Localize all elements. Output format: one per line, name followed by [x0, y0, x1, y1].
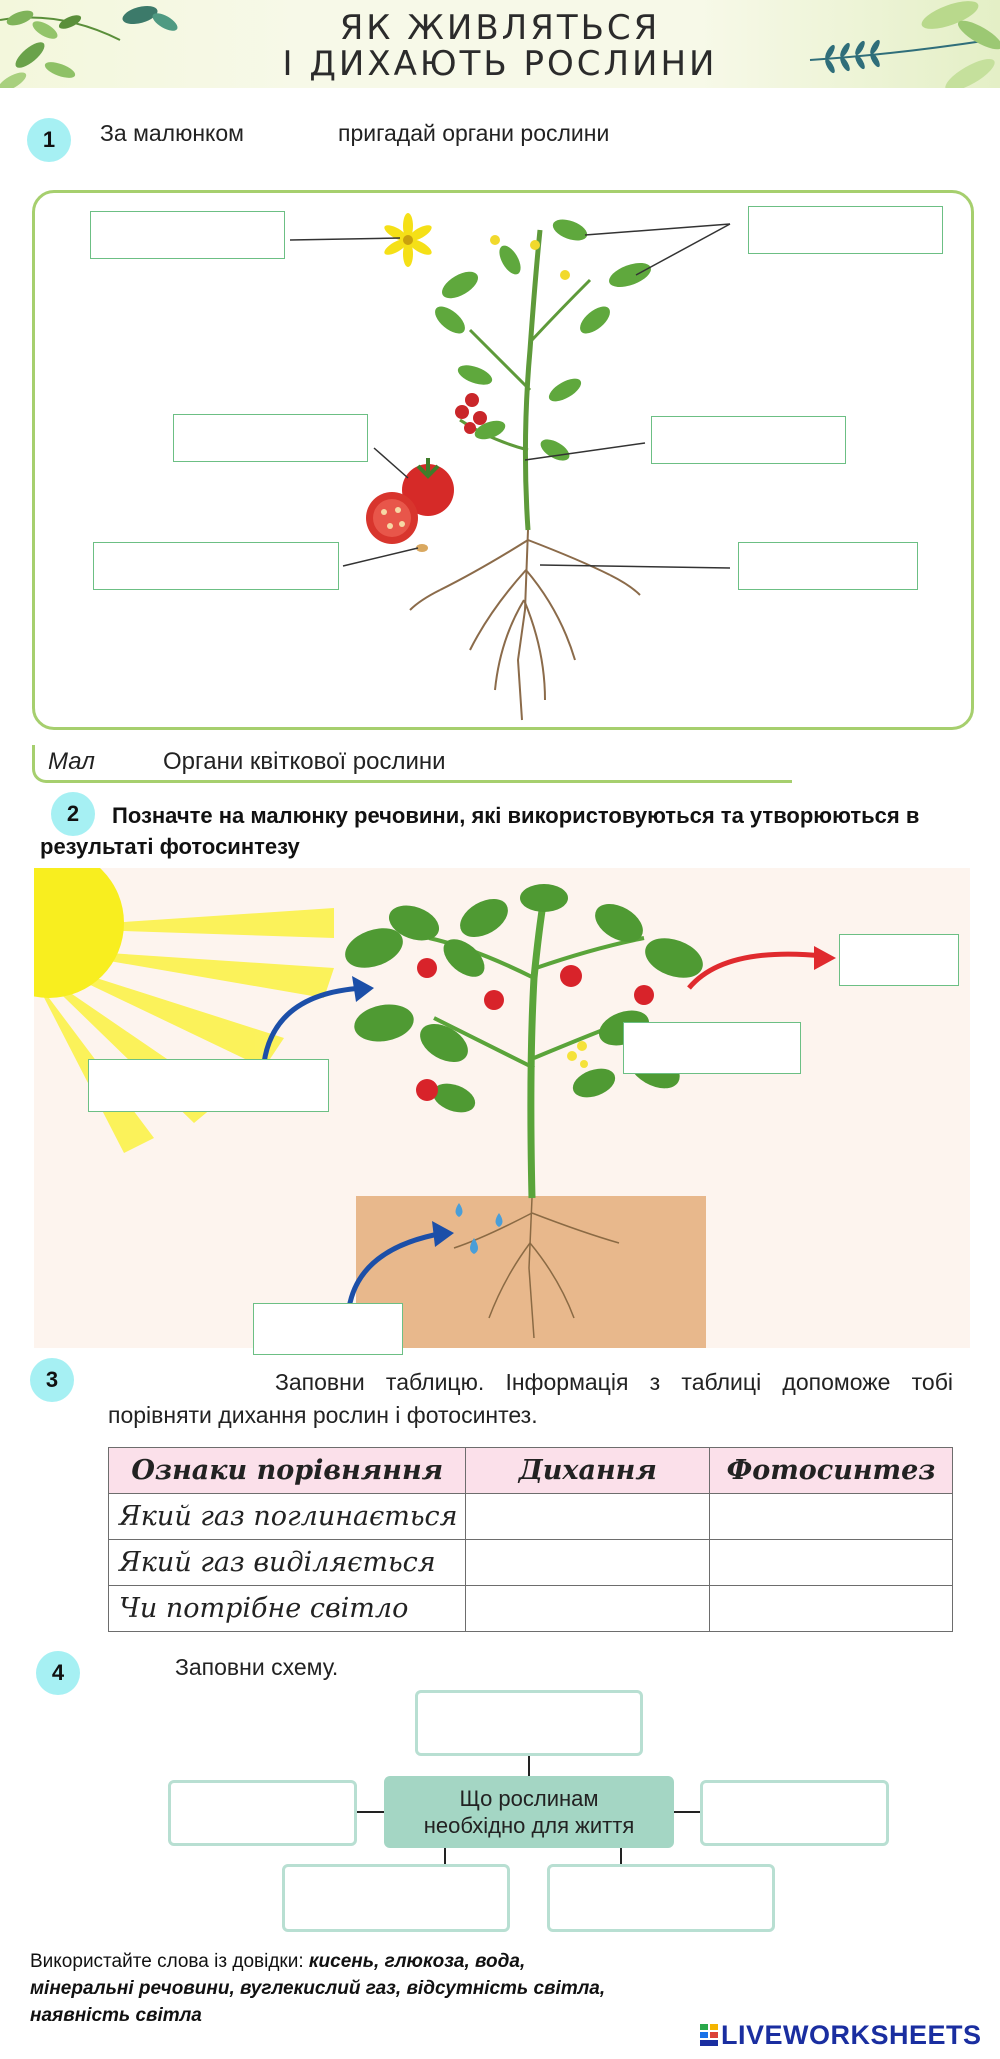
scheme-box-bottom-left[interactable]	[282, 1864, 510, 1932]
scheme-connector-top	[528, 1756, 530, 1776]
answer-box-fruit[interactable]	[173, 414, 368, 462]
scheme-box-top[interactable]	[415, 1690, 643, 1756]
word-hint: Використайте слова із довідки: кисень, г…	[30, 1948, 630, 2029]
word-hint-words: кисень, глюкоза, вода, мінеральні речови…	[30, 1951, 606, 2026]
answer-box-absorbed-gas[interactable]	[88, 1059, 329, 1112]
answer-box-flower[interactable]	[90, 211, 285, 259]
answer-box-formed-substance[interactable]	[623, 1022, 801, 1074]
cell-respiration-light[interactable]	[465, 1585, 711, 1632]
liveworksheets-logo-icon	[700, 2024, 718, 2046]
row-label-absorbed-gas: Який газ поглинається	[107, 1493, 467, 1540]
scheme-center-line1: Що рослинам	[459, 1786, 599, 1811]
scheme-connector-left	[357, 1811, 384, 1813]
plant-organs-illustration	[289, 213, 731, 721]
liveworksheets-brand: LIVEWORKSHEETS	[700, 2020, 982, 2051]
scheme-connector-right	[674, 1811, 700, 1813]
header-banner: ЯК ЖИВЛЯТЬСЯ І ДИХАЮТЬ РОСЛИНИ	[0, 0, 1000, 88]
fern-left-decoration	[0, 5, 178, 88]
page-title-line2: І ДИХАЮТЬ РОСЛИНИ	[282, 44, 718, 84]
row-label-released-gas: Який газ виділяється	[107, 1539, 467, 1586]
figure-caption-label: Мал	[48, 748, 95, 775]
answer-box-released-substance[interactable]	[839, 934, 959, 986]
cell-photosynthesis-released[interactable]	[709, 1539, 953, 1586]
cell-respiration-absorbed[interactable]	[465, 1493, 711, 1540]
figure-caption-bar	[32, 745, 792, 783]
scheme-center-line2: необхідно для життя	[423, 1813, 635, 1838]
comparison-table: Ознаки порівняння Дихання Фотосинтез Яки…	[107, 1447, 953, 1632]
table-header-criteria: Ознаки порівняння	[107, 1447, 467, 1494]
row-label-light-needed: Чи потрібне світло	[107, 1585, 467, 1632]
scheme-box-bottom-right[interactable]	[547, 1864, 775, 1932]
plant-organs-frame	[32, 190, 974, 730]
task-1-text-part2: пригадай органи рослини	[338, 120, 610, 146]
scheme-box-left[interactable]	[168, 1780, 357, 1846]
table-row: Який газ поглинається	[107, 1493, 953, 1540]
scheme-connector-bottom-right	[620, 1848, 622, 1864]
table-row: Чи потрібне світло	[107, 1585, 953, 1632]
answer-box-root[interactable]	[738, 542, 918, 590]
task-3-text: Заповни таблицю. Інформація з таблиці до…	[108, 1369, 953, 1428]
task-2-text: Позначте на малюнку речовини, які викори…	[40, 803, 920, 859]
cell-photosynthesis-absorbed[interactable]	[709, 1493, 953, 1540]
task-2-badge: 2	[51, 792, 95, 836]
page-title-line1: ЯК ЖИВЛЯТЬСЯ	[339, 8, 661, 48]
table-header-photosynthesis: Фотосинтез	[709, 1447, 953, 1494]
brand-text: LIVEWORKSHEETS	[721, 2020, 982, 2050]
figure-caption-text: Органи квіткової рослини	[163, 748, 446, 775]
answer-box-water[interactable]	[253, 1303, 403, 1355]
table-header-respiration: Дихання	[465, 1447, 711, 1494]
cell-photosynthesis-light[interactable]	[709, 1585, 953, 1632]
scheme-center-node: Що рослинам необхідно для життя	[384, 1776, 674, 1848]
scheme-box-right[interactable]	[700, 1780, 889, 1846]
word-hint-prefix: Використайте слова із довідки:	[30, 1951, 309, 1972]
answer-box-stem[interactable]	[651, 416, 846, 464]
fern-right-decoration	[809, 1, 1000, 88]
table-row: Який газ виділяється	[107, 1539, 953, 1586]
answer-box-seed[interactable]	[93, 542, 339, 590]
task-4-text: Заповни схему.	[175, 1654, 339, 1680]
task-3-badge: 3	[30, 1358, 74, 1402]
task-1-text-part1: За малюнком	[100, 120, 244, 146]
task-4-badge: 4	[36, 1651, 80, 1695]
scheme-connector-bottom-left	[444, 1848, 446, 1864]
cell-respiration-released[interactable]	[465, 1539, 711, 1586]
task-1-badge: 1	[27, 118, 71, 162]
table-header-row: Ознаки порівняння Дихання Фотосинтез	[107, 1447, 953, 1494]
answer-box-leaf[interactable]	[748, 206, 943, 254]
